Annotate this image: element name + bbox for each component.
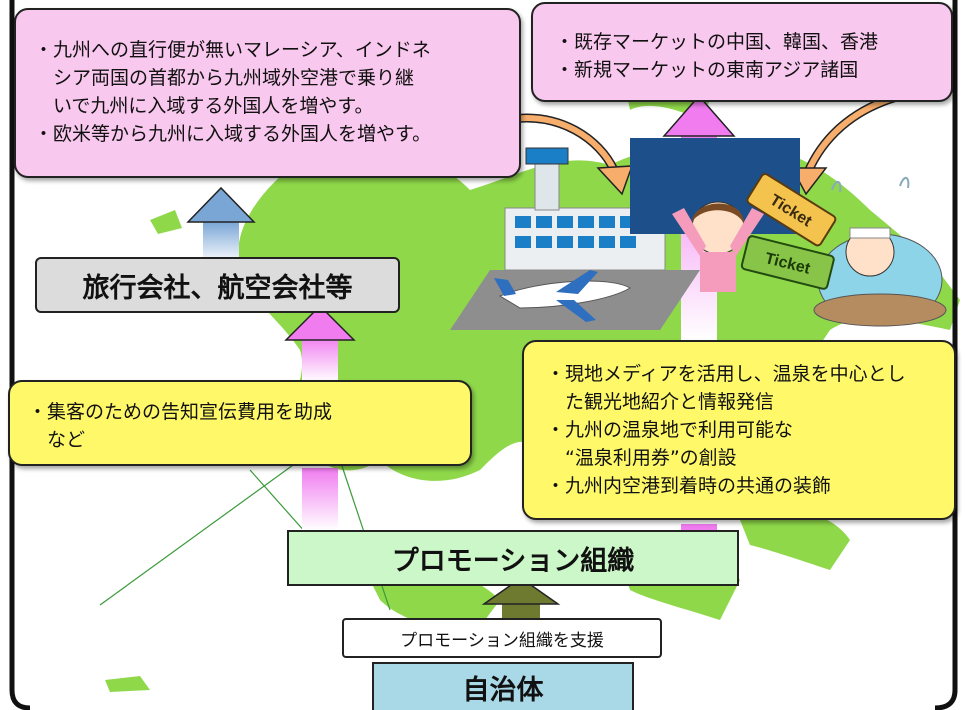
onsen-illustration (813, 177, 947, 327)
target-left-line-1: ・九州への直行便が無いマレーシア、インドネ (34, 39, 431, 61)
target-left-line-2: シア両国の首都から九州域外空港で乗り継 (34, 67, 415, 89)
target-right-line-1: ・既存マーケットの中国、韓国、香港 (555, 31, 879, 53)
target-right-line-2: ・新規マーケットの東南アジア諸国 (555, 59, 859, 81)
subsidy-line-2: など (28, 429, 86, 451)
activities-box: ・現地メディアを活用し、温泉を中心とし た観光地紹介と情報発信 ・九州の温泉地で… (522, 340, 956, 520)
activities-line-1: ・現地メディアを活用し、温泉を中心とし (546, 363, 906, 385)
travel-agencies-label: 旅行会社、航空会社等 (35, 257, 400, 313)
curved-arrow-left (504, 113, 634, 196)
target-left-line-3: いで九州に入域する外国人を増やす。 (34, 95, 374, 117)
target-box-right: ・既存マーケットの中国、韓国、香港 ・新規マーケットの東南アジア諸国 (531, 2, 953, 102)
promotion-org-label: プロモーション組織 (287, 530, 739, 586)
ticket-illustration: Ticket Ticket (740, 172, 837, 290)
subsidy-line-1: ・集客のための告知宣伝費用を助成 (28, 401, 333, 423)
activities-line-4: “温泉利用券”の創設 (546, 447, 737, 469)
frame-right (934, 0, 958, 710)
support-label: プロモーション組織を支援 (342, 618, 662, 658)
target-left-line-4: ・欧米等から九州に入域する外国人を増やす。 (34, 123, 432, 145)
airport-illustration (450, 147, 700, 330)
activities-line-3: ・九州の温泉地で利用可能な (546, 419, 794, 441)
curved-arrow-right (790, 91, 902, 196)
arrow-to-activities-box (681, 524, 717, 530)
subsidy-box: ・集客のための告知宣伝費用を助成 など (8, 380, 472, 466)
municipality-label: 自治体 (372, 662, 634, 710)
arrow-to-travel-agencies (284, 304, 356, 382)
arrow-to-subsidy-box (302, 468, 338, 530)
target-box-left: ・九州への直行便が無いマレーシア、インドネ シア両国の首都から九州域外空港で乗り… (14, 8, 521, 178)
activities-line-5: ・九州内空港到着時の共通の装飾 (546, 475, 832, 497)
activities-line-2: た観光地紹介と情報発信 (546, 391, 775, 413)
arrow-to-promotion-org (481, 577, 561, 620)
frame-left (9, 0, 31, 710)
